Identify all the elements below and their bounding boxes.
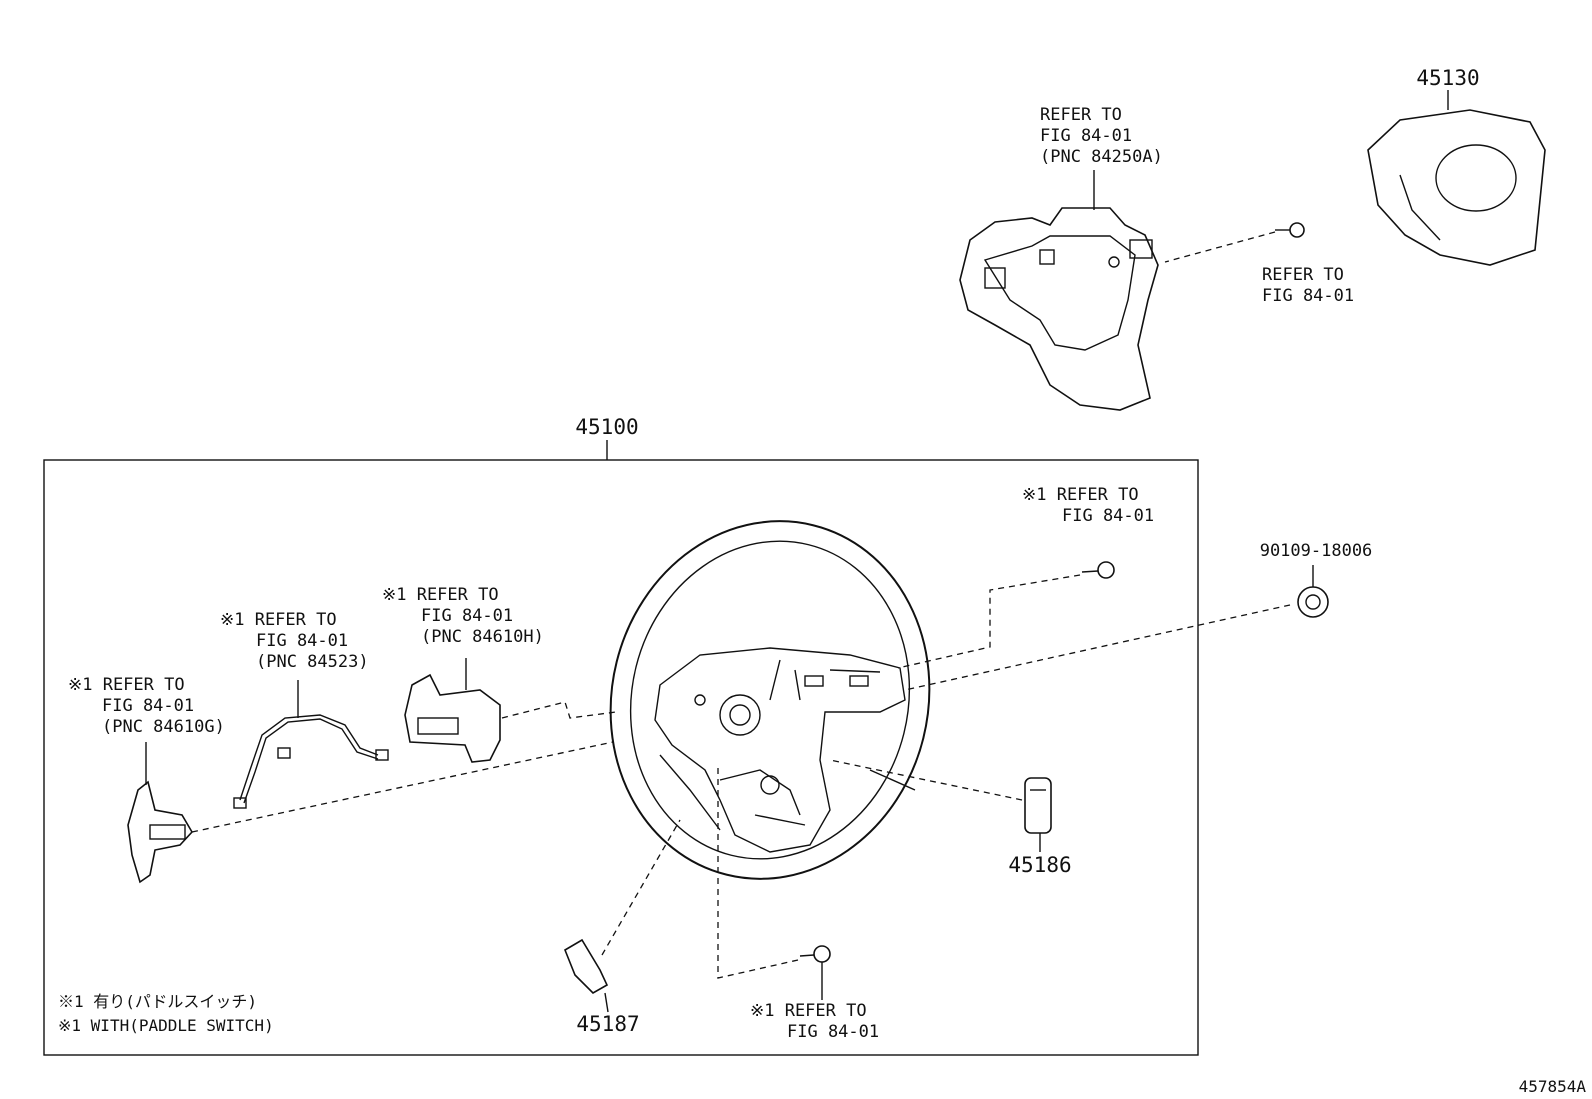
ref-switch-top-l3: (PNC 84250A) (1040, 147, 1163, 167)
ref-paddle-h-l2: FIG 84-01 (421, 606, 513, 626)
ref-wire-l3: (PNC 84523) (256, 652, 369, 672)
note-en: ※1 WITH(PADDLE SWITCH) (58, 1016, 274, 1035)
part-number-45100: 45100 (575, 415, 638, 439)
ref-paddle-h-l3: (PNC 84610H) (421, 627, 544, 647)
wire-harness (233, 714, 389, 809)
bolt-right (1081, 561, 1115, 579)
ref-bolt-top-l2: FIG 84-01 (1262, 286, 1354, 306)
ref-bolt-bottom-l1: ※1 REFER TO (750, 1001, 867, 1021)
airbag-45130 (1367, 109, 1546, 266)
ref-paddle-g-l2: FIG 84-01 (102, 696, 194, 716)
part-number-45186: 45186 (1008, 853, 1071, 877)
ref-bolt-top-l1: REFER TO (1262, 265, 1344, 285)
part-number-45187: 45187 (576, 1012, 639, 1036)
steering-wheel (609, 520, 931, 880)
paddle-switch-g (127, 780, 193, 884)
ref-paddle-h-l1: ※1 REFER TO (382, 585, 499, 605)
switch-panel (959, 207, 1159, 411)
ref-paddle-g-l3: (PNC 84610G) (102, 717, 225, 737)
assembly-box (43, 459, 1199, 1056)
bolt-top (1275, 222, 1305, 238)
part-number-45130: 45130 (1416, 66, 1479, 90)
ref-switch-top-l1: REFER TO (1040, 105, 1122, 125)
ref-switch-top-l2: FIG 84-01 (1040, 126, 1132, 146)
bolt-bottom (799, 945, 831, 963)
ref-wire-l2: FIG 84-01 (256, 631, 348, 651)
ref-wire-l1: ※1 REFER TO (220, 610, 337, 630)
cover-45187 (564, 938, 609, 994)
figure-id: 457854A (1519, 1077, 1587, 1096)
cover-45186 (1024, 777, 1052, 834)
note-jp: ※1 有り(パドルスイッチ) (58, 992, 257, 1011)
ref-paddle-g-l1: ※1 REFER TO (68, 675, 185, 695)
ref-bolt-bottom-l2: FIG 84-01 (787, 1022, 879, 1042)
ref-bolt-right-l1: ※1 REFER TO (1022, 485, 1139, 505)
ref-bolt-right-l2: FIG 84-01 (1062, 506, 1154, 526)
part-number-90109-18006: 90109-18006 (1260, 541, 1373, 561)
cap-90109-18006 (1297, 586, 1329, 618)
paddle-switch-h (404, 673, 501, 763)
